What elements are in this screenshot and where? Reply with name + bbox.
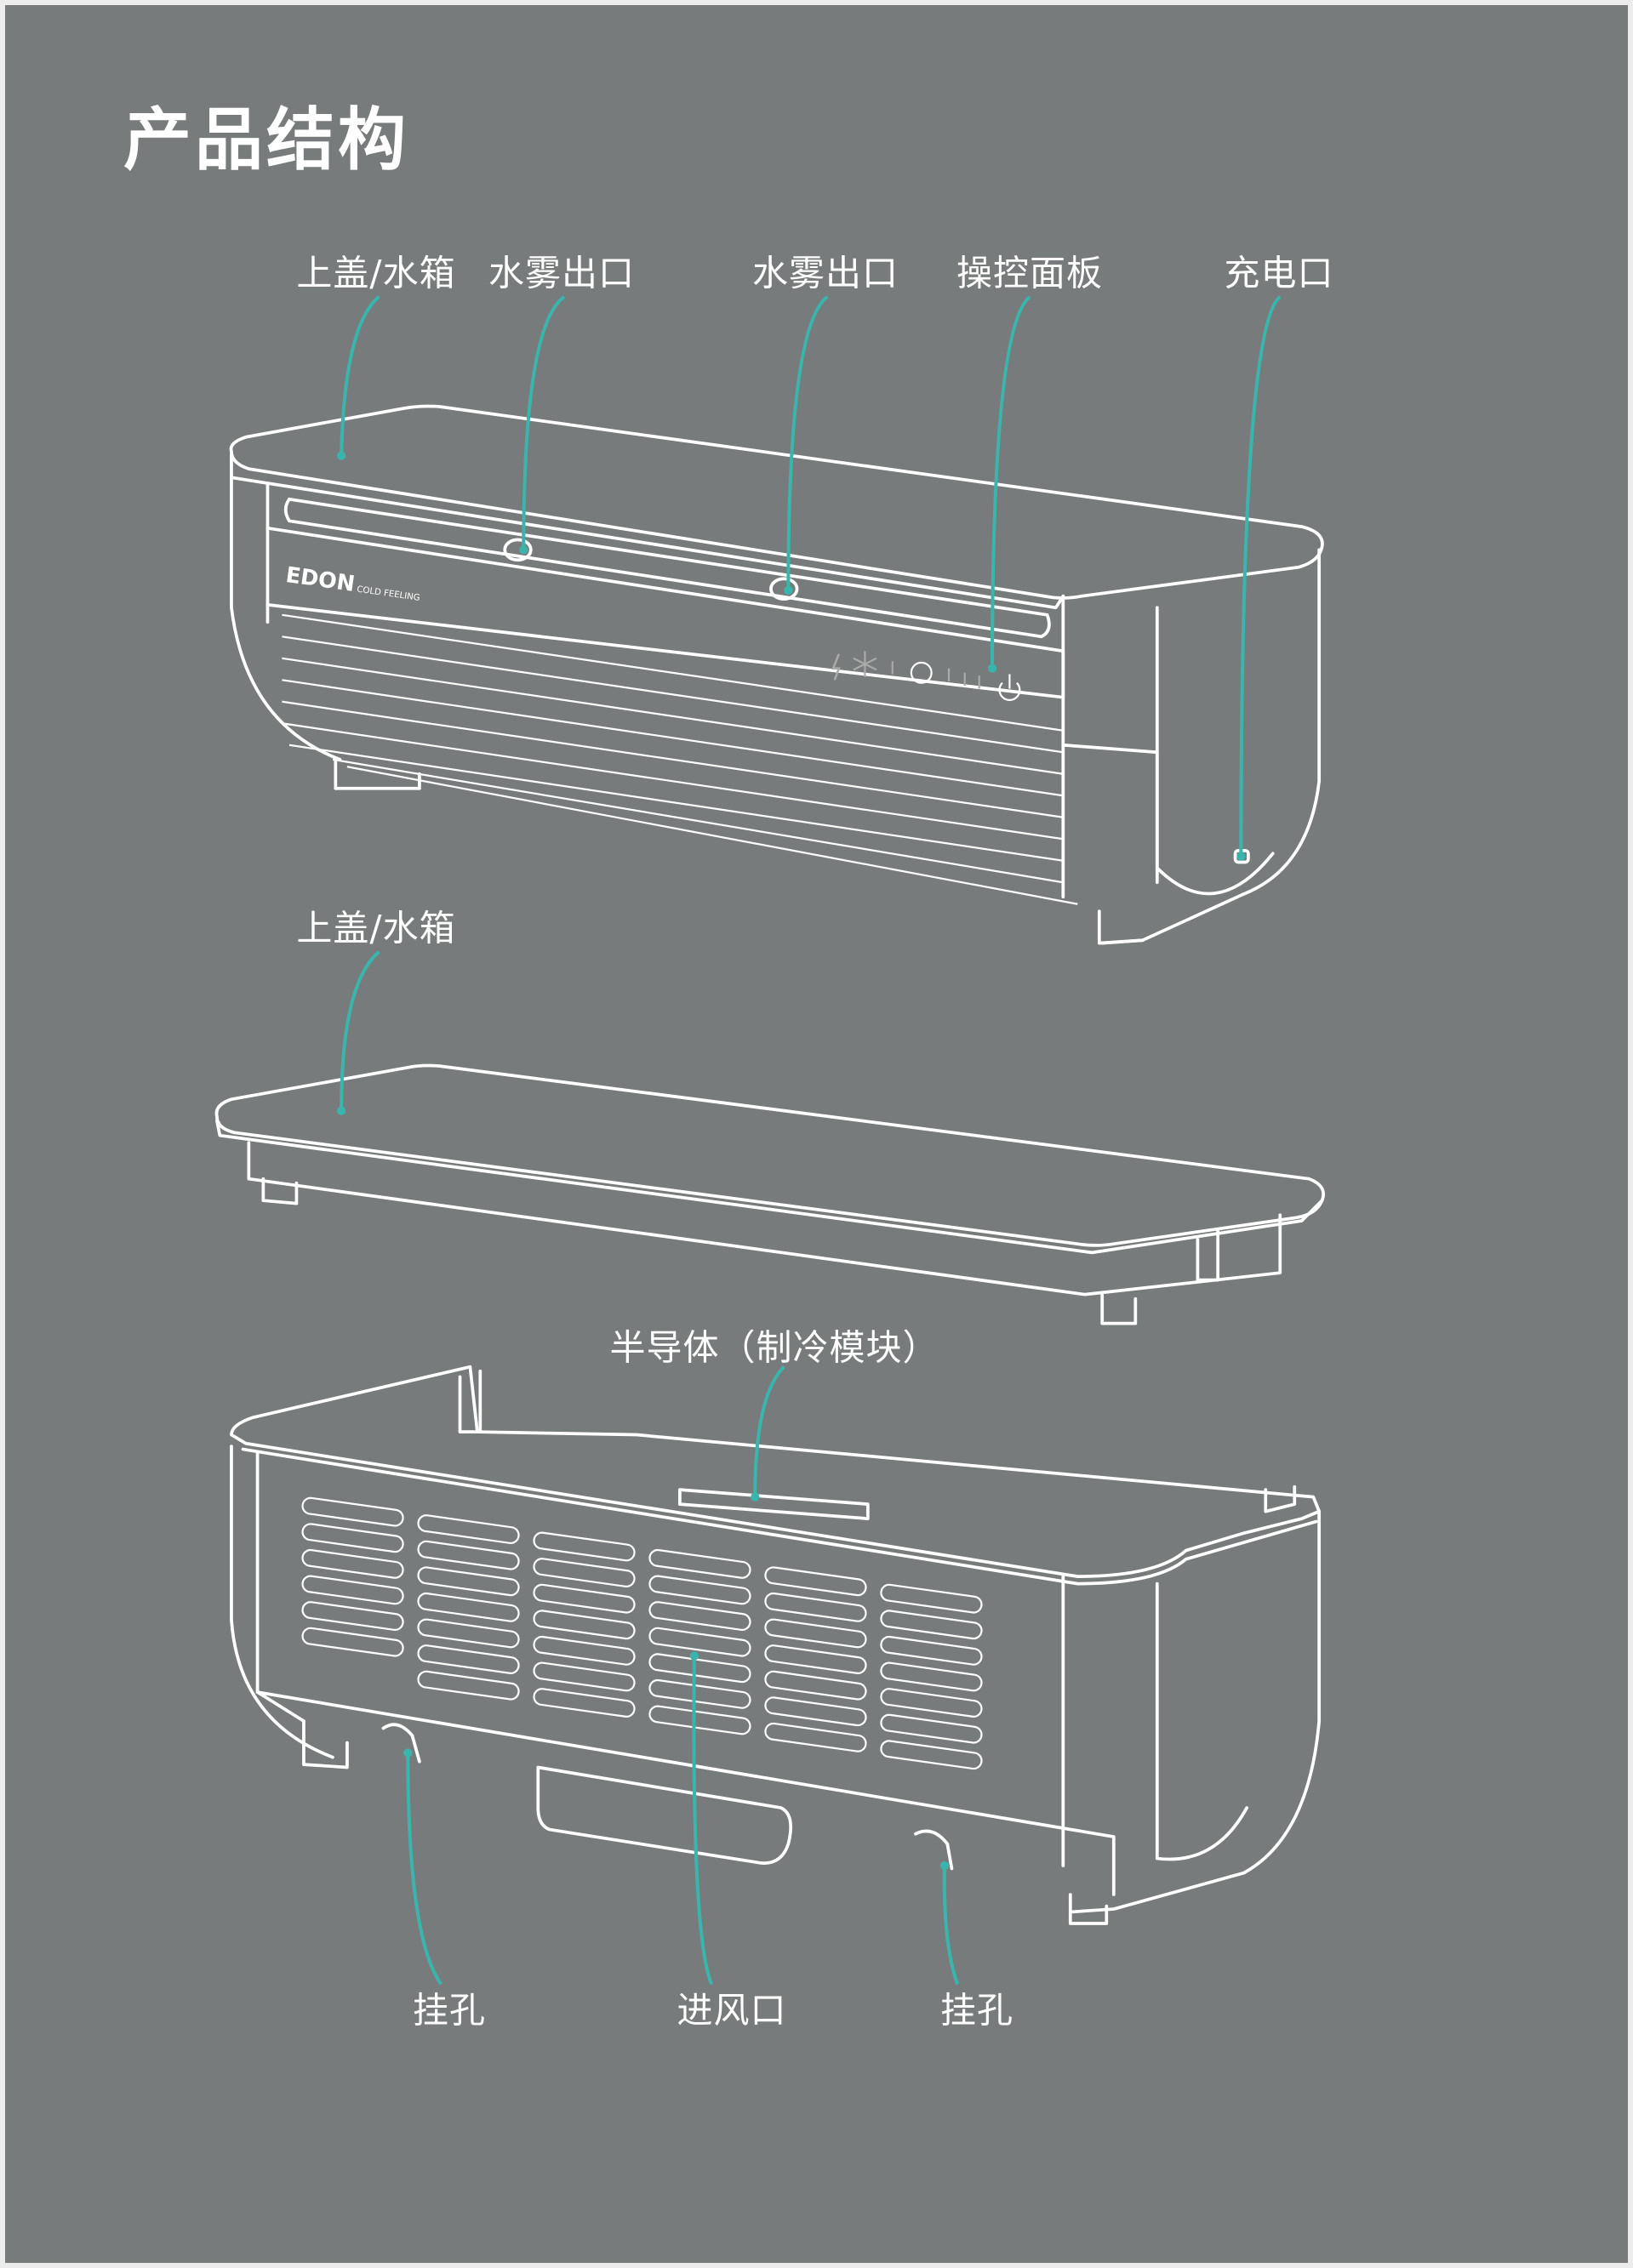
grille-slot: [764, 1696, 867, 1727]
label-top-cover-tank: 上盖/水箱: [296, 907, 456, 949]
grille-slot: [880, 1635, 983, 1666]
grille-slot: [417, 1592, 520, 1622]
brand-logo: EDON: [284, 562, 357, 597]
label-air-inlet: 进风口: [677, 1989, 787, 2032]
grille-slot: [648, 1653, 751, 1684]
label-top-cover-tank: 上盖/水箱: [296, 252, 456, 294]
leader-lines: [337, 295, 1282, 1986]
air-inlet-grille: [301, 1496, 983, 1770]
brand-tagline: COLD FEELING: [357, 585, 421, 603]
mist-outlet-hole: [769, 577, 799, 601]
grille-slot: [533, 1531, 636, 1562]
grille-slot: [533, 1661, 636, 1692]
grille-slot: [417, 1670, 520, 1701]
grille-slot: [764, 1566, 867, 1597]
label-mist-outlet: 水雾出口: [488, 252, 636, 294]
grille-slot: [533, 1610, 636, 1640]
control-panel: [831, 651, 1021, 702]
grille-slot: [417, 1566, 520, 1597]
label-semiconductor-module: 半导体（制冷模块）: [609, 1326, 939, 1369]
label-charging-port: 充电口: [1224, 252, 1334, 294]
mist-icon: [910, 661, 933, 684]
grille-slot: [880, 1610, 983, 1640]
grille-slot: [880, 1688, 983, 1718]
grille-slot: [648, 1627, 751, 1657]
grille-slot: [301, 1548, 404, 1579]
page-background: [5, 5, 1628, 2263]
label-hanging-hole: 挂孔: [939, 1989, 1014, 2032]
grille-slot: [764, 1722, 867, 1752]
label-mist-outlet: 水雾出口: [751, 252, 899, 294]
grille-slot: [880, 1583, 983, 1614]
label-hanging-hole: 挂孔: [412, 1989, 487, 2032]
grille-slot: [648, 1575, 751, 1605]
grille-slot: [880, 1740, 983, 1770]
grille-slot: [880, 1713, 983, 1744]
grille-slot: [880, 1661, 983, 1692]
grille-slot: [764, 1618, 867, 1649]
label-control-panel: 操控面板: [956, 252, 1104, 294]
grille-slot: [648, 1705, 751, 1735]
grille-slot: [301, 1575, 404, 1605]
top-cover-water-tank: [214, 1063, 1326, 1325]
assembled-device: EDON COLD FEELING: [229, 404, 1324, 945]
grille-slot: [301, 1523, 404, 1553]
grille-slot: [417, 1514, 520, 1544]
grille-slot: [301, 1496, 404, 1527]
grille-slot: [533, 1583, 636, 1614]
grille-slot: [764, 1592, 867, 1622]
grille-slot: [301, 1627, 404, 1657]
grille-slot: [648, 1548, 751, 1579]
snowflake-icon: [853, 651, 877, 677]
grille-slot: [648, 1601, 751, 1631]
grille-slot: [417, 1644, 520, 1674]
grille-slot: [764, 1644, 867, 1674]
grille-slot: [301, 1601, 404, 1631]
grille-slot: [648, 1678, 751, 1709]
lightning-icon: [831, 653, 841, 681]
grille-slot: [764, 1670, 867, 1701]
base-unit: [230, 1365, 1322, 1925]
page-title: 产品结构: [123, 100, 409, 180]
grille-slot: [533, 1558, 636, 1587]
grille-slot: [417, 1618, 520, 1649]
grille-slot: [533, 1688, 636, 1718]
mist-outlet-hole: [503, 538, 533, 562]
grille-slot: [533, 1635, 636, 1666]
grille-slot: [417, 1540, 520, 1570]
power-icon: [998, 674, 1021, 702]
